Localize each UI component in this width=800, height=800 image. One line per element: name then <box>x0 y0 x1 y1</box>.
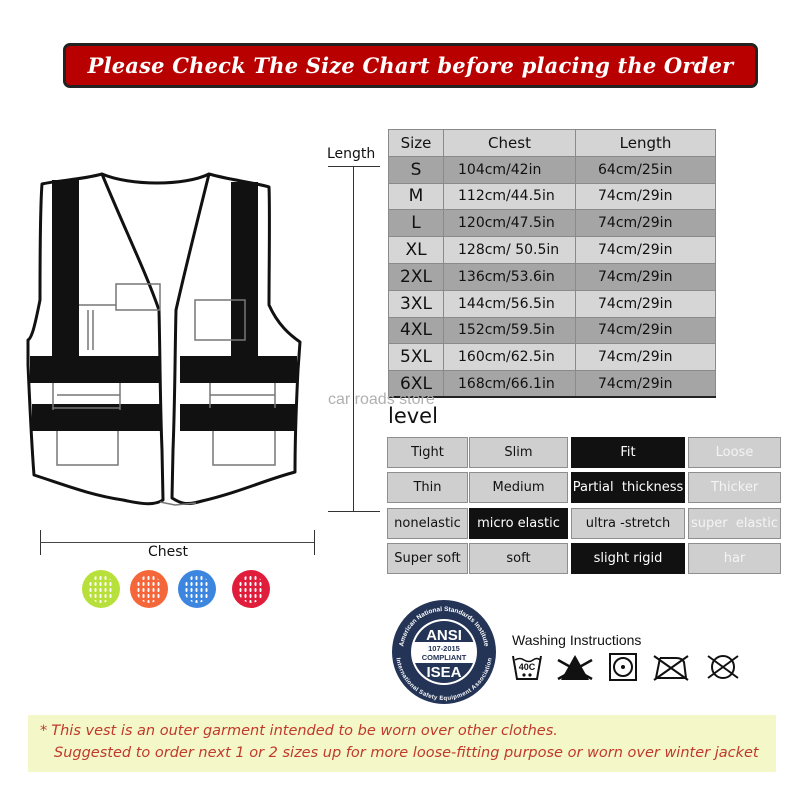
cell-length: 74cm/29in <box>575 262 716 291</box>
level-fit-loose: Loose <box>688 437 781 468</box>
header-length: Length <box>575 129 716 157</box>
length-line-top <box>328 166 380 167</box>
swatch-yellow[interactable] <box>82 570 120 608</box>
header-size: Size <box>388 129 444 157</box>
do-not-iron-icon <box>653 655 689 681</box>
level-thickness-partial-selected: Partial thickness <box>571 472 685 503</box>
sizing-note: *This vest is an outer garment intended … <box>28 715 776 772</box>
chest-dimension-line <box>40 542 315 543</box>
level-thickness-medium: Medium <box>469 472 568 503</box>
svg-text:ANSI: ANSI <box>426 627 462 644</box>
level-elastic-nonelastic: nonelastic <box>387 508 468 539</box>
do-not-bleach-icon <box>557 655 593 681</box>
washing-instructions-title: Washing Instructions <box>512 632 642 648</box>
level-fit-fit-selected: Fit <box>571 437 685 468</box>
level-fit-slim: Slim <box>469 437 568 468</box>
table-row: 3XL 144cm/56.5in 74cm/29in <box>388 289 716 318</box>
cell-length: 74cm/29in <box>575 316 716 345</box>
level-fit-tight: Tight <box>387 437 468 468</box>
cell-chest: 112cm/44.5in <box>443 182 576 211</box>
length-line-bottom <box>328 511 380 512</box>
table-row: M 112cm/44.5in 74cm/29in <box>388 182 716 211</box>
chest-label: Chest <box>148 544 189 560</box>
cell-size: L <box>388 209 444 238</box>
level-elastic-super: super elastic <box>688 508 781 539</box>
swatch-orange[interactable] <box>130 570 168 608</box>
header-chest: Chest <box>443 129 576 157</box>
banner-text: Please Check The Size Chart before placi… <box>87 53 734 78</box>
do-not-dry-clean-icon <box>707 655 739 679</box>
note-line-1-text: This vest is an outer garment intended t… <box>51 723 558 739</box>
cell-length: 74cm/29in <box>575 343 716 372</box>
cell-length: 74cm/29in <box>575 209 716 238</box>
cell-size: XL <box>388 236 444 264</box>
cell-length: 74cm/29in <box>575 236 716 264</box>
svg-text:ISEA: ISEA <box>426 664 461 681</box>
size-chart-table: Size Chest Length S 104cm/42in 64cm/25in… <box>388 129 716 399</box>
cell-chest: 136cm/53.6in <box>443 262 576 291</box>
cell-size: 4XL <box>388 316 444 345</box>
size-chart-banner: Please Check The Size Chart before placi… <box>63 43 758 88</box>
svg-text:107-2015: 107-2015 <box>428 644 460 653</box>
cell-size: M <box>388 182 444 211</box>
cell-size: 2XL <box>388 262 444 291</box>
cell-chest: 104cm/42in <box>443 155 576 184</box>
level-soft-soft: soft <box>469 543 568 574</box>
store-watermark: car roads store <box>328 391 435 408</box>
table-row: L 120cm/47.5in 74cm/29in <box>388 209 716 238</box>
cell-chest: 128cm/ 50.5in <box>443 236 576 264</box>
tumble-dry-icon <box>609 653 637 681</box>
cell-length: 74cm/29in <box>575 182 716 211</box>
level-soft-hard: har <box>688 543 781 574</box>
cell-chest: 160cm/62.5in <box>443 343 576 372</box>
cell-chest: 120cm/47.5in <box>443 209 576 238</box>
table-row: S 104cm/42in 64cm/25in <box>388 155 716 184</box>
level-elastic-micro-selected: micro elastic <box>469 508 568 539</box>
level-title: level <box>388 404 438 428</box>
chest-tick-right <box>314 530 315 555</box>
note-line-1: *This vest is an outer garment intended … <box>40 720 764 742</box>
length-dimension-line <box>353 167 354 511</box>
vest-diagram <box>26 172 302 506</box>
table-row: 5XL 160cm/62.5in 74cm/29in <box>388 343 716 372</box>
level-soft-slight-rigid-selected: slight rigid <box>571 543 685 574</box>
table-row: XL 128cm/ 50.5in 74cm/29in <box>388 236 716 264</box>
cell-length: 74cm/29in <box>575 370 716 399</box>
cell-size: 5XL <box>388 343 444 372</box>
table-row: 4XL 152cm/59.5in 74cm/29in <box>388 316 716 345</box>
level-thickness-thin: Thin <box>387 472 468 503</box>
note-asterisk: * <box>40 723 48 739</box>
length-label: Length <box>327 146 376 162</box>
wash-40c-icon: 40C <box>512 655 542 680</box>
cell-size: 6XL <box>388 370 444 399</box>
note-line-2: Suggested to order next 1 or 2 sizes up … <box>54 745 759 761</box>
washing-icons: 40C <box>512 652 742 682</box>
ansi-isea-badge: American National Standards Institute In… <box>392 600 496 704</box>
svg-text:40C: 40C <box>519 662 536 672</box>
cell-chest: 152cm/59.5in <box>443 316 576 345</box>
svg-text:COMPLIANT: COMPLIANT <box>422 653 467 662</box>
cell-size: S <box>388 155 444 184</box>
cell-chest: 144cm/56.5in <box>443 289 576 318</box>
cell-length: 64cm/25in <box>575 155 716 184</box>
level-thickness-thicker: Thicker <box>688 472 781 503</box>
level-elastic-ultra-stretch: ultra -stretch <box>571 508 685 539</box>
cell-chest: 168cm/66.1in <box>443 370 576 399</box>
level-soft-super-soft: Super soft <box>387 543 468 574</box>
table-row: 2XL 136cm/53.6in 74cm/29in <box>388 262 716 291</box>
color-swatches <box>82 570 270 608</box>
swatch-red[interactable] <box>232 570 270 608</box>
swatch-blue[interactable] <box>178 570 216 608</box>
table-row: 6XL 168cm/66.1in 74cm/29in <box>388 370 716 399</box>
cell-length: 74cm/29in <box>575 289 716 318</box>
cell-size: 3XL <box>388 289 444 318</box>
table-header-row: Size Chest Length <box>388 129 716 157</box>
